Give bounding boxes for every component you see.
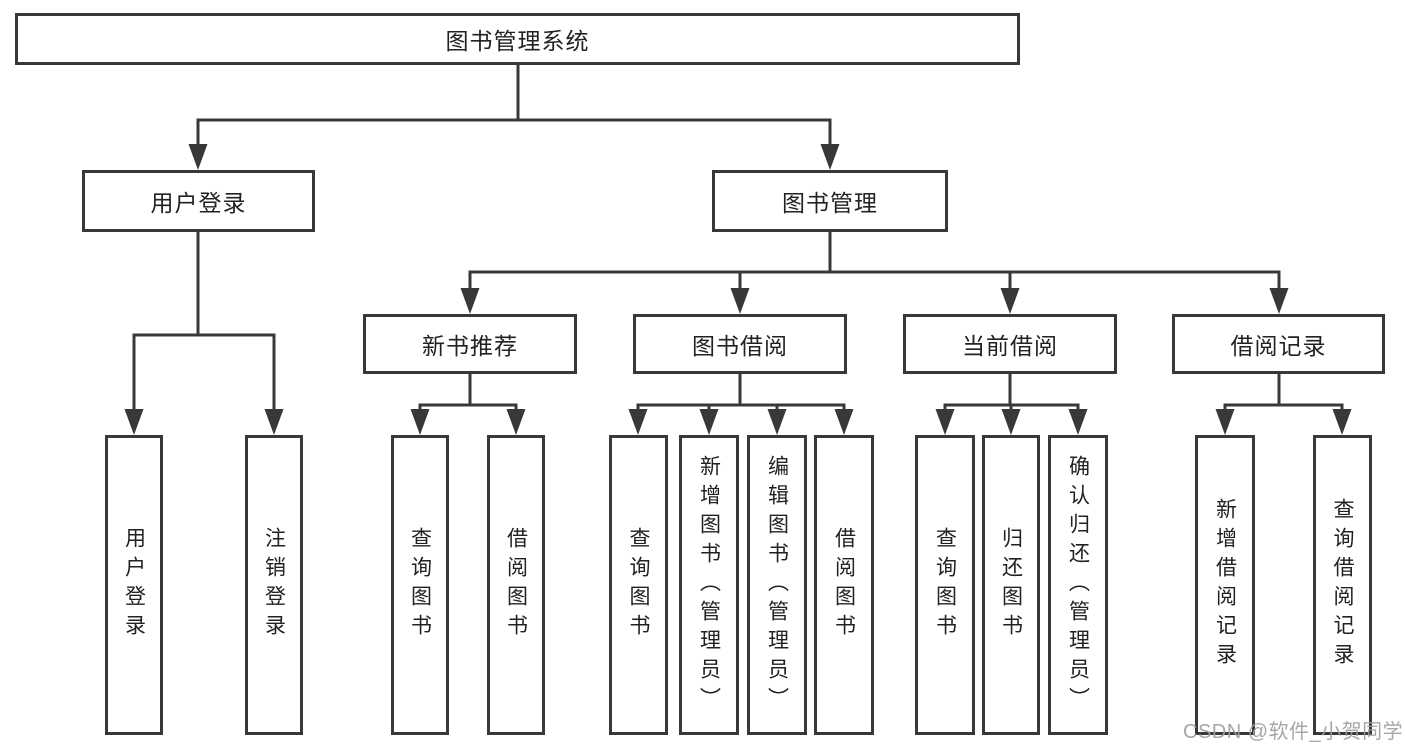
node-label: 新增图书（管理员） (697, 454, 721, 716)
node-label: 查询借阅记录 (1331, 498, 1354, 672)
node-book-management: 图书管理 (712, 170, 948, 232)
node-label: 借阅记录 (1230, 333, 1327, 359)
node-book-management-system: 图书管理系统 (15, 13, 1020, 65)
arrowhead-icon (460, 288, 480, 314)
arrowhead-icon (935, 409, 955, 435)
arrowhead-icon (730, 288, 750, 314)
arrowhead-icon (1269, 288, 1289, 314)
node-label: 当前借阅 (962, 333, 1058, 359)
arrowhead-icon (1215, 409, 1235, 435)
node-label: 图书借阅 (692, 333, 788, 359)
arrowhead-icon (1068, 409, 1088, 435)
arrowhead-icon (124, 409, 144, 435)
node-label: 新增借阅记录 (1213, 498, 1237, 672)
arrowhead-icon (188, 144, 208, 170)
node-label: 借阅图书 (504, 527, 528, 643)
arrowhead-icon (506, 409, 526, 435)
node-label: 图书管理系统 (445, 28, 590, 54)
arrowhead-icon (699, 409, 719, 435)
leaf-logout: 注销登录 (245, 435, 303, 735)
arrowhead-icon (820, 144, 840, 170)
arrowhead-icon (1332, 409, 1352, 435)
leaf-query-books-borrow: 查询图书 (609, 435, 668, 735)
leaf-edit-books-admin: 编辑图书（管理员） (747, 435, 807, 735)
arrowhead-icon (1000, 288, 1020, 314)
node-label: 借阅图书 (832, 527, 856, 643)
node-new-book-recommendation: 新书推荐 (363, 314, 577, 374)
leaf-borrow-books: 借阅图书 (814, 435, 874, 735)
node-borrowing-records: 借阅记录 (1172, 314, 1385, 374)
leaf-query-books-recommend: 查询图书 (391, 435, 449, 735)
node-user-login: 用户登录 (82, 170, 315, 232)
node-label: 查询图书 (408, 527, 432, 643)
node-label: 用户登录 (122, 527, 146, 643)
leaf-confirm-return-admin: 确认归还（管理员） (1048, 435, 1108, 735)
node-label: 查询图书 (627, 527, 650, 643)
arrowhead-icon (410, 409, 430, 435)
leaf-add-borrow-record: 新增借阅记录 (1195, 435, 1255, 735)
node-label: 确认归还（管理员） (1066, 454, 1090, 716)
node-label: 图书管理 (782, 190, 878, 216)
node-label: 编辑图书（管理员） (765, 454, 789, 716)
node-label: 归还图书 (999, 527, 1023, 643)
node-book-borrowing: 图书借阅 (633, 314, 847, 374)
node-current-borrowing: 当前借阅 (903, 314, 1117, 374)
arrowhead-icon (628, 409, 648, 435)
leaf-query-books-current: 查询图书 (915, 435, 975, 735)
node-label: 新书推荐 (422, 333, 518, 359)
leaf-query-borrow-record: 查询借阅记录 (1313, 435, 1372, 735)
node-label: 用户登录 (150, 190, 247, 216)
arrowhead-icon (1001, 409, 1021, 435)
node-label: 查询图书 (933, 527, 957, 643)
connector-stems (196, 65, 1281, 406)
leaf-add-books-admin: 新增图书（管理员） (679, 435, 739, 735)
arrowhead-icon (767, 409, 787, 435)
leaf-borrow-books-recommend: 借阅图书 (487, 435, 545, 735)
arrowhead-icon (264, 409, 284, 435)
node-label: 注销登录 (262, 527, 286, 643)
leaf-return-books: 归还图书 (982, 435, 1040, 735)
leaf-user-login: 用户登录 (105, 435, 163, 735)
csdn-watermark: CSDN @软件_小贺同学 (1183, 721, 1404, 743)
arrowhead-icon (834, 409, 854, 435)
arrowheads (124, 144, 1352, 435)
